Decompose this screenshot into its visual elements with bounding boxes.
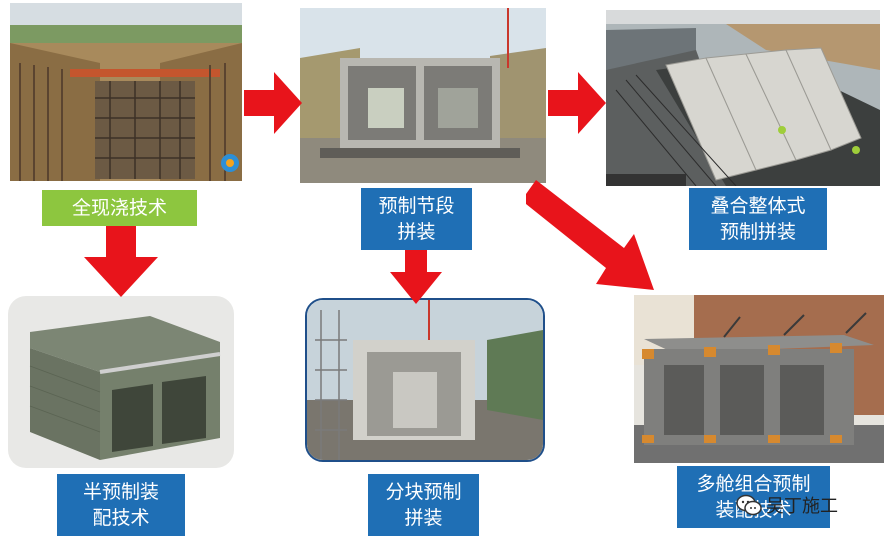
photo-semi-precast (8, 296, 234, 468)
label-composite-line2: 预制拼装 (719, 221, 796, 243)
arrow-cast-to-segment (244, 72, 302, 134)
photo-cast-in-place (10, 3, 242, 181)
label-composite: 叠合整体式 预制拼装 (689, 188, 827, 250)
label-block-precast: 分块预制 拼装 (368, 474, 479, 536)
watermark: 吴丁施工 (736, 492, 838, 518)
label-block-precast-line2: 拼装 (404, 507, 443, 529)
arrow-cast-to-semi (84, 225, 158, 297)
label-precast-segment: 预制节段 拼装 (361, 188, 472, 250)
label-multi-cabin-line1: 多舱组合预制 (696, 473, 811, 495)
label-semi-precast: 半预制装 配技术 (57, 474, 185, 536)
label-precast-segment-line2: 拼装 (397, 221, 436, 243)
label-block-precast-line1: 分块预制 (385, 481, 462, 503)
watermark-text: 吴丁施工 (766, 496, 838, 517)
photo-precast-segment (300, 8, 546, 183)
photo-block-precast (305, 298, 545, 462)
label-semi-precast-line1: 半预制装 (82, 481, 159, 503)
label-cast-in-place-text: 全现浇技术 (71, 197, 167, 219)
photo-multi-cabin (634, 295, 884, 463)
arrow-segment-to-multi (526, 180, 654, 290)
arrow-segment-to-composite (548, 72, 606, 134)
wechat-icon (736, 494, 762, 516)
label-precast-segment-line1: 预制节段 (378, 195, 455, 217)
label-semi-precast-line2: 配技术 (92, 507, 150, 529)
arrow-segment-to-block (390, 250, 442, 304)
photo-composite-walls (606, 10, 880, 186)
label-composite-line1: 叠合整体式 (710, 195, 806, 217)
label-cast-in-place: 全现浇技术 (42, 190, 197, 226)
